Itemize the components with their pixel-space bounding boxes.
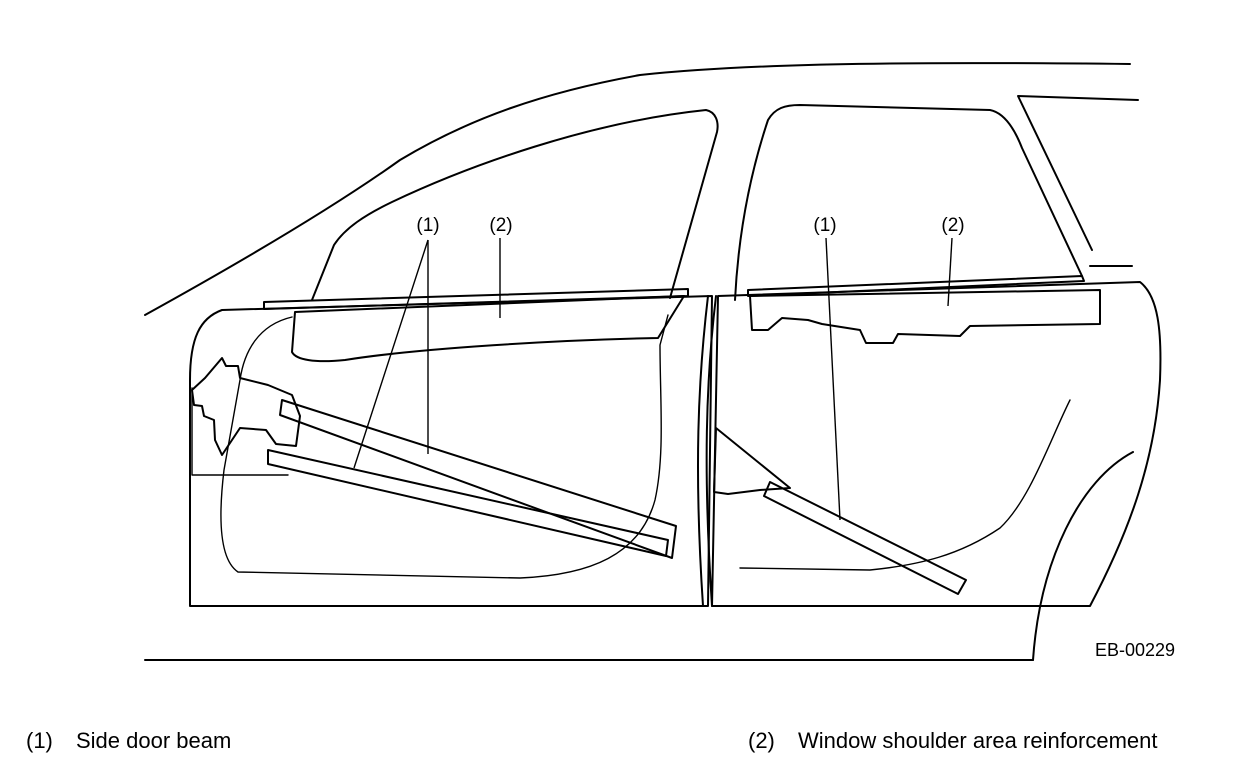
callout-front-reinforcement: (2) — [489, 215, 512, 236]
callout-front-beam: (1) — [416, 215, 439, 236]
callout-rear-reinforcement: (2) — [941, 215, 964, 236]
front-door — [189, 109, 719, 607]
callout-rear-beam: (1) — [813, 215, 836, 236]
rear-door — [711, 104, 1162, 607]
b-pillar — [696, 295, 717, 607]
leader-lines — [353, 237, 953, 521]
legend-item-side-door-beam: (1) Side door beam — [26, 728, 231, 754]
figure-id: EB-00229 — [1095, 640, 1175, 660]
legend-number: (2) — [748, 728, 775, 753]
legend-number: (1) — [26, 728, 53, 753]
legend-text: Window shoulder area reinforcement — [798, 728, 1158, 753]
legend-text: Side door beam — [76, 728, 232, 753]
legend-item-window-reinforcement: (2) Window shoulder area reinforcement — [748, 728, 1158, 754]
car-body-outline — [144, 62, 1139, 661]
